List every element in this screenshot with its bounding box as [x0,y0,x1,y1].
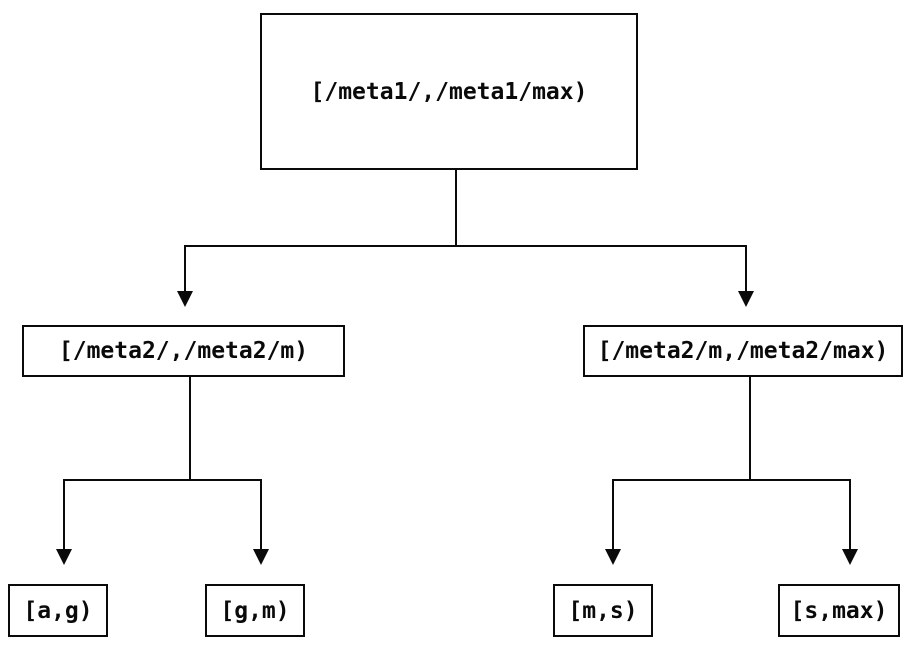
arrowhead-down-icon [605,549,621,565]
tree-node-meta2-right: [/meta2/m,/meta2/max) [583,325,903,377]
connector-right-branch [612,479,851,481]
connector-root-drop-right [745,245,747,291]
tree-node-root: [/meta1/,/meta1/max) [260,13,638,170]
connector-root-branch [184,245,747,247]
arrowhead-down-icon [253,549,269,565]
connector-root-stub [455,170,457,245]
connector-left-drop-left [63,479,65,549]
arrowhead-down-icon [177,291,193,307]
connector-root-drop-left [184,245,186,291]
arrowhead-down-icon [56,549,72,565]
tree-leaf-g-m: [g,m) [205,584,305,637]
tree-leaf-a-g: [a,g) [8,584,108,637]
tree-leaf-s-max: [s,max) [778,584,900,637]
connector-right-drop-left [612,479,614,549]
connector-right-stub [749,377,751,480]
arrowhead-down-icon [738,291,754,307]
arrowhead-down-icon [842,549,858,565]
connector-left-stub [189,377,191,480]
connector-right-drop-right [849,479,851,549]
tree-leaf-m-s: [m,s) [553,584,653,637]
connector-left-drop-right [260,479,262,549]
connector-left-branch [63,479,262,481]
tree-node-meta2-left: [/meta2/,/meta2/m) [22,325,345,377]
